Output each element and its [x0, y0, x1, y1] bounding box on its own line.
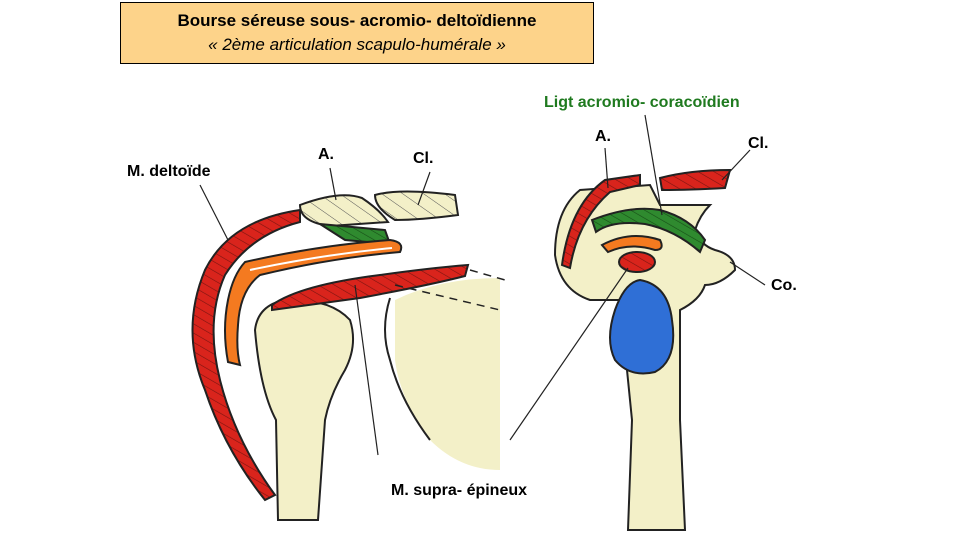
glenoid-outline — [384, 297, 431, 441]
label-ligament: Ligt acromio- coracoïdien — [544, 94, 740, 111]
clavicle-right — [658, 168, 732, 192]
diagram-title: Bourse séreuse sous- acromio- deltoïdien… — [177, 11, 537, 30]
label-coracoid: Co. — [771, 277, 797, 294]
acromion-left — [298, 194, 390, 228]
humeral-head-right — [609, 278, 675, 375]
label-acromion-right: A. — [595, 128, 611, 145]
clavicle-left — [373, 190, 460, 222]
scapula-left — [395, 278, 500, 470]
supraspinatus-muscle — [271, 263, 470, 312]
label-acromion-left: A. — [318, 146, 334, 163]
label-clavicle-right: Cl. — [748, 135, 769, 152]
label-supraspinatus: M. supra- épineux — [391, 482, 528, 499]
acromion-right-muscle — [560, 173, 641, 270]
bursa-left — [224, 238, 403, 367]
diagram-subtitle: « 2ème articulation scapulo-humérale » — [208, 35, 506, 54]
label-deltoid: M. deltoïde — [127, 163, 211, 180]
label-clavicle-left: Cl. — [413, 150, 434, 167]
ligament-right — [590, 207, 707, 254]
title-box: Bourse séreuse sous- acromio- deltoïdien… — [120, 2, 594, 64]
bursa-right — [600, 235, 663, 254]
supraspinatus-right — [618, 251, 656, 273]
deltoid-muscle — [191, 208, 301, 502]
